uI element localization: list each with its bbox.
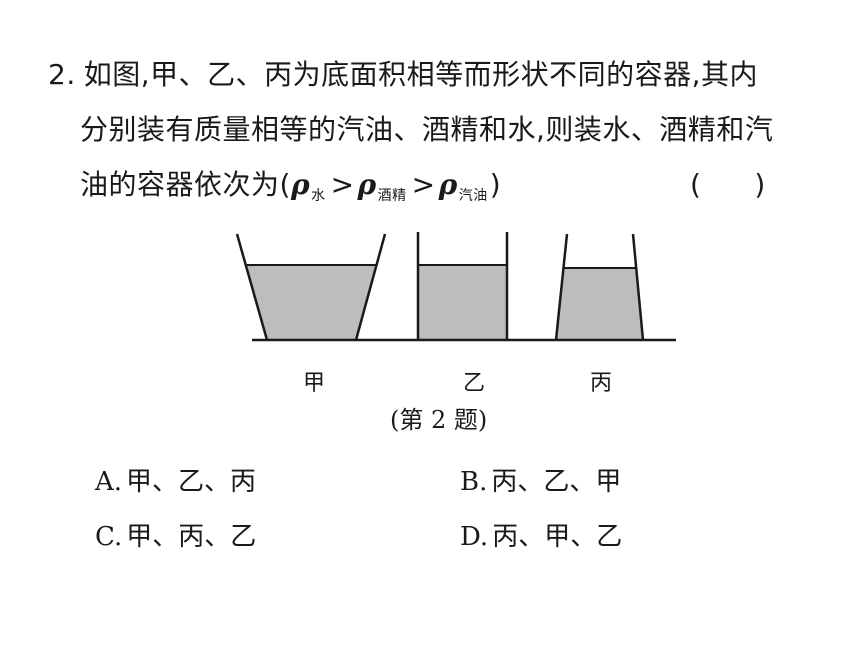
greater-than-1: > <box>330 168 355 201</box>
option-c-text: 甲、丙、乙 <box>126 522 257 552</box>
figure-caption: (第 2 题) <box>390 406 488 434</box>
option-d-letter: D. <box>460 522 489 552</box>
option-b[interactable]: B.丙、乙、甲 <box>460 467 621 497</box>
container-jia-left-wall <box>235 233 269 341</box>
container-jia-liquid <box>247 265 376 340</box>
figure-label-bing: 丙 <box>590 371 613 396</box>
option-c-letter: C. <box>95 522 123 552</box>
greater-than-2: > <box>411 168 436 201</box>
answer-blank: ( ) <box>690 168 766 201</box>
option-b-text: 丙、乙、甲 <box>491 467 622 497</box>
question-number: 2. <box>48 58 76 91</box>
option-c[interactable]: C.甲、丙、乙 <box>95 522 256 552</box>
question-line-3: 油的容器依次为(ρ水>ρ酒精>ρ汽油) <box>80 168 501 213</box>
question-text-2: 分别装有质量相等的汽油、酒精和水,则装水、酒精和汽 <box>80 113 774 146</box>
question-line-2: 分别装有质量相等的汽油、酒精和水,则装水、酒精和汽 <box>80 113 773 147</box>
figure-label-yi: 乙 <box>463 371 486 396</box>
subscript-alcohol: 酒精 <box>377 188 407 204</box>
container-yi-liquid <box>418 265 507 340</box>
rho-symbol-water: ρ <box>290 168 311 201</box>
option-a-text: 甲、乙、丙 <box>126 467 257 497</box>
subscript-water: 水 <box>311 188 326 204</box>
question-text-1: 如图,甲、乙、丙为底面积相等而形状不同的容器,其内 <box>83 58 759 91</box>
option-a[interactable]: A.甲、乙、丙 <box>95 467 256 497</box>
containers-figure <box>235 232 676 342</box>
question-line-1: 2.如图,甲、乙、丙为底面积相等而形状不同的容器,其内 <box>48 58 758 92</box>
subscript-gasoline: 汽油 <box>458 188 488 204</box>
option-a-letter: A. <box>95 467 123 497</box>
container-bing-liquid <box>556 268 643 340</box>
option-d[interactable]: D.丙、甲、乙 <box>460 522 622 552</box>
rho-symbol-alcohol: ρ <box>357 168 377 201</box>
option-b-letter: B. <box>460 467 488 497</box>
container-jia-right-wall <box>354 233 387 341</box>
rho-symbol-gasoline: ρ <box>438 168 458 201</box>
question-text-3-prefix: 油的容器依次为( <box>80 168 291 201</box>
figure-label-jia: 甲 <box>303 371 326 396</box>
question-text-3-suffix: ) <box>489 168 502 201</box>
container-bing-right-wall <box>631 233 645 341</box>
option-d-text: 丙、甲、乙 <box>492 522 623 552</box>
container-bing-left-wall <box>554 233 569 341</box>
